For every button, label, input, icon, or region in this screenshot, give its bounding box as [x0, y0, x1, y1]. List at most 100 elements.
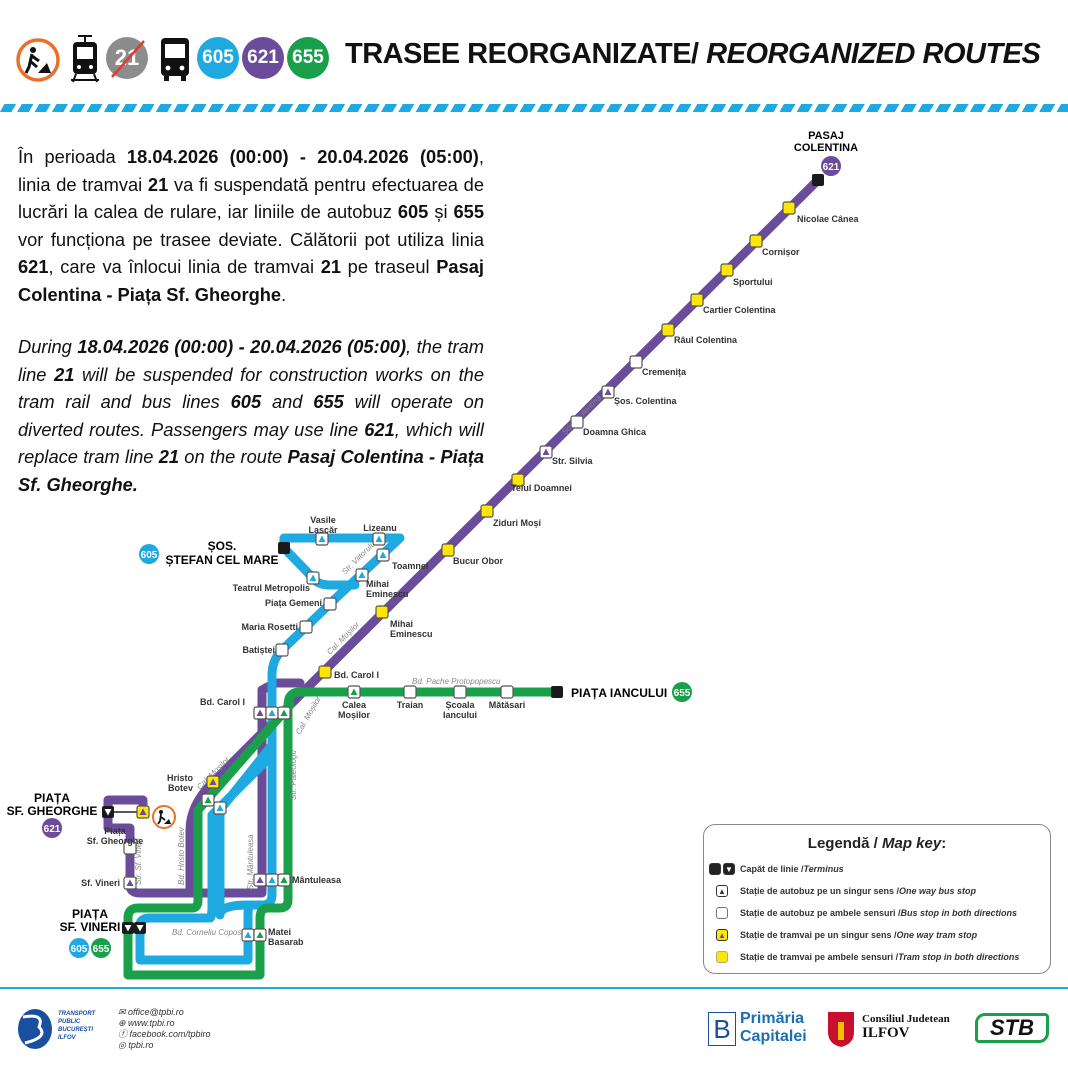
emphasis-text: 655: [313, 391, 344, 412]
primaria-logo-icon: B: [708, 1012, 736, 1046]
emphasis-text: 605: [397, 201, 429, 222]
bus-stop-marker: [453, 685, 467, 699]
line-655-badge-map: [91, 938, 111, 958]
bus-stop-marker: [629, 355, 643, 369]
tpbi-logo: [15, 1007, 55, 1056]
one-way-tram-stop-marker: [206, 775, 220, 789]
one-way-bus-stop-marker: [376, 548, 390, 562]
one-way-bus-stop-marker: [253, 873, 267, 887]
one-way-bus-stop-marker: [306, 571, 320, 585]
body-text: , which will replace tram line: [18, 418, 484, 468]
station-label: Bucur Obor: [453, 556, 503, 566]
body-text: și: [428, 201, 454, 222]
emphasis-text: 655: [453, 201, 484, 222]
emphasis-text: 21: [147, 173, 169, 195]
station-label: Șos. Colentina: [614, 396, 678, 406]
body-text: , care va înlocui linia de tramvai: [48, 256, 321, 277]
station-label: Mântuleasa: [292, 875, 342, 885]
svg-text:655: 655: [674, 688, 691, 699]
bus-stop-both-icon: [704, 907, 740, 919]
one-way-bus-stop-marker: [372, 532, 386, 546]
footer-divider: [0, 987, 1068, 989]
website-link[interactable]: ⊕ www.tpbi.ro: [118, 1018, 175, 1028]
body-text: În perioada: [18, 146, 127, 167]
one-way-bus-stop-marker: [253, 928, 267, 942]
station-label: Cornișor: [762, 247, 800, 257]
station-label: Bd. Carol I: [200, 697, 245, 707]
tram-stop-marker: [720, 263, 734, 277]
svg-text:655: 655: [93, 944, 110, 955]
svg-text:621: 621: [44, 824, 61, 835]
one-way-bus-stop-marker: [265, 706, 279, 720]
body-text: pe traseul: [341, 256, 437, 277]
svg-text:621: 621: [823, 162, 840, 173]
body-text: , linia de tramvai: [18, 146, 484, 195]
emphasis-text: 21: [158, 446, 180, 467]
one-way-bus-stop-marker: [201, 793, 215, 807]
line-605-badge-map: [139, 544, 159, 564]
station-label: Bd. Carol I: [334, 670, 379, 680]
cj-ilfov-crest-icon: [826, 1010, 856, 1053]
bus-stop-marker: [570, 415, 584, 429]
one-way-bus-stop-marker: [253, 706, 267, 720]
body-text: va fi suspendată pentru efectuarea de lu…: [18, 173, 485, 223]
stb-logo: STB: [975, 1013, 1049, 1043]
tram-stop-marker: [511, 473, 525, 487]
roadworks-icon: [15, 37, 61, 88]
body-text: During: [18, 336, 78, 357]
station-label: Cremenița: [642, 367, 687, 377]
station-label: Sf. Vineri: [81, 878, 120, 888]
station-label: Batiștei: [242, 645, 275, 655]
divider-stripe: [0, 104, 1068, 112]
terminus-marker: [551, 686, 563, 698]
body-text: .: [281, 283, 287, 305]
bus-stop-marker: [123, 841, 137, 855]
line-621-badge-map: [42, 818, 62, 838]
email-link[interactable]: ✉ office@tpbi.ro: [118, 1007, 184, 1017]
body-text: on the route: [179, 446, 288, 467]
street-label: Str. Sf. Vineri: [134, 838, 143, 885]
bus-stop-marker: [323, 597, 337, 611]
line-621-badge: 621: [242, 37, 284, 79]
one-way-bus-stop-marker: [123, 876, 137, 890]
street-label: Bd. Pache Protopopescu: [412, 677, 501, 686]
one-way-bus-stop-marker: [213, 801, 227, 815]
street-label: Str. Paleologu: [289, 749, 298, 800]
instagram-link[interactable]: ◎ tpbi.ro: [118, 1040, 154, 1050]
one-way-bus-stop-marker: [277, 873, 291, 887]
emphasis-text: Pasaj Colentina - Piața Sf. Gheorghe: [18, 256, 484, 305]
body-text: and: [261, 391, 314, 412]
one-way-bus-stop-marker: [241, 928, 255, 942]
bus-stop-marker: [299, 620, 313, 634]
emphasis-text: 18.04.2026 (00:00) - 20.04.2026 (05:00): [126, 146, 479, 167]
facebook-link[interactable]: ⓕ facebook.com/tpbiro: [118, 1029, 211, 1039]
emphasis-text: 21: [54, 363, 75, 385]
body-text: , the tram line: [18, 336, 484, 385]
terminus-marker: [278, 542, 290, 554]
legend-title: Legendă / Map key:: [807, 835, 947, 852]
bus-icon: [158, 36, 192, 87]
station-label: Maria Rosetti: [241, 622, 298, 632]
tram-icon: [68, 34, 102, 89]
tram-stop-marker: [661, 323, 675, 337]
station-label: Râul Colentina: [674, 335, 738, 345]
roadworks-icon-map: [152, 805, 176, 829]
station-label: Nicolae Cânea: [797, 214, 860, 224]
emphasis-text: 605: [230, 391, 262, 412]
one-way-bus-stop-marker: [601, 385, 615, 399]
emphasis-text: 21: [320, 256, 342, 277]
